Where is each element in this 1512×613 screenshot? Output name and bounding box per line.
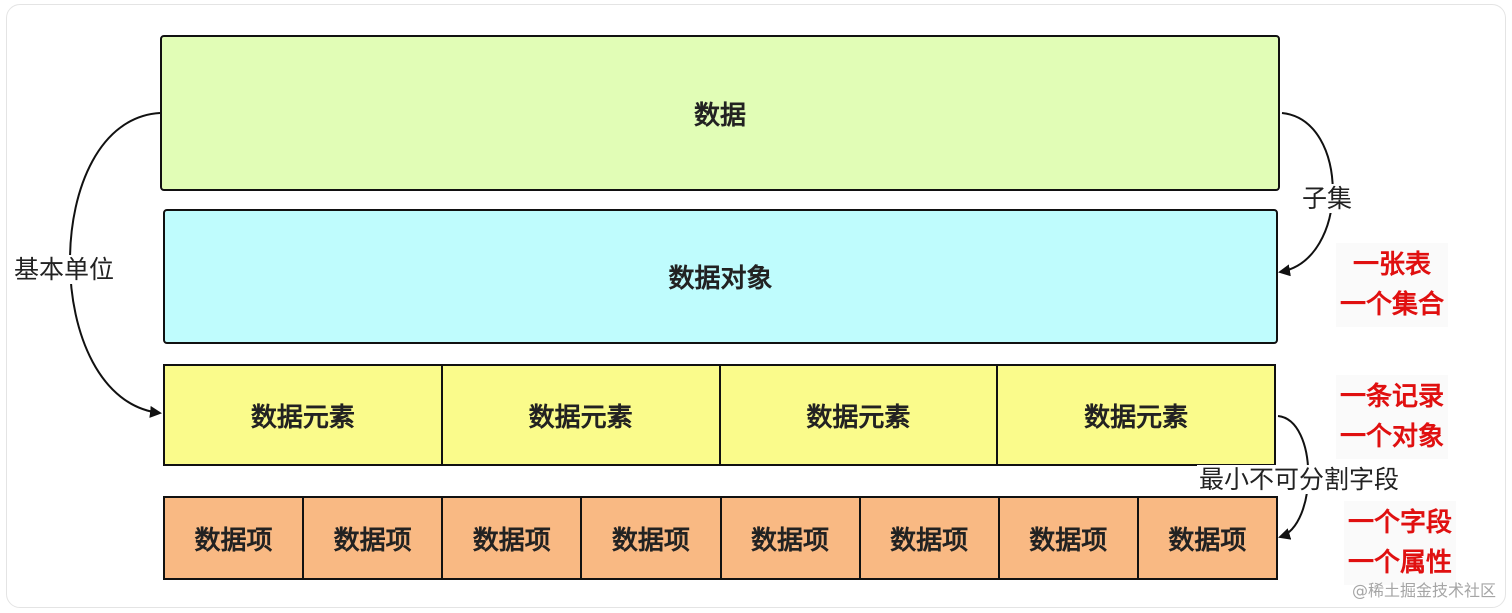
object-note-line: 一张表 [1353,250,1432,280]
element-note-line: 一条记录 [1340,382,1445,412]
data-object-box-label: 数据对象 [668,264,773,294]
item-note-line: 一个属性 [1348,548,1453,578]
item-note-line: 一个字段 [1348,508,1453,538]
data-item-cell: 数据项 [304,498,444,578]
data-item-cell: 数据项 [165,498,305,578]
basic-unit-label: 基本单位 [14,255,115,284]
data-item-cell: 数据项 [861,498,1000,578]
data-element-row: 数据元素 数据元素 数据元素 数据元素 [163,364,1276,466]
object-note: 一张表 一个集合 [1336,243,1449,327]
item-note: 一个字段 一个属性 [1344,501,1457,585]
data-element-cell: 数据元素 [1084,402,1189,433]
data-element-cell: 数据元素 [165,366,443,464]
min-field-label: 最小不可分割字段 [1197,465,1402,494]
data-item-cell: 数据项 [722,498,861,578]
data-item-cell: 数据项 [1168,525,1247,556]
data-item-cell: 数据项 [443,498,583,578]
data-item-row: 数据项 数据项 数据项 数据项 数据项 数据项 数据项 数据项 [163,496,1278,580]
data-item-cell: 数据项 [1000,498,1139,578]
element-note: 一条记录 一个对象 [1336,375,1449,459]
watermark: @稀土掘金技术社区 [1351,581,1496,600]
data-box-label: 数据 [693,100,746,131]
element-note-line: 一个对象 [1340,422,1445,452]
data-item-cell: 数据项 [582,498,722,578]
object-note-line: 一个集合 [1340,290,1445,320]
subset-label: 子集 [1300,184,1355,213]
data-box: 数据 [160,35,1280,191]
data-object-box: 数据对象 [163,209,1278,344]
data-element-cell: 数据元素 [721,366,999,464]
data-element-cell: 数据元素 [443,366,721,464]
